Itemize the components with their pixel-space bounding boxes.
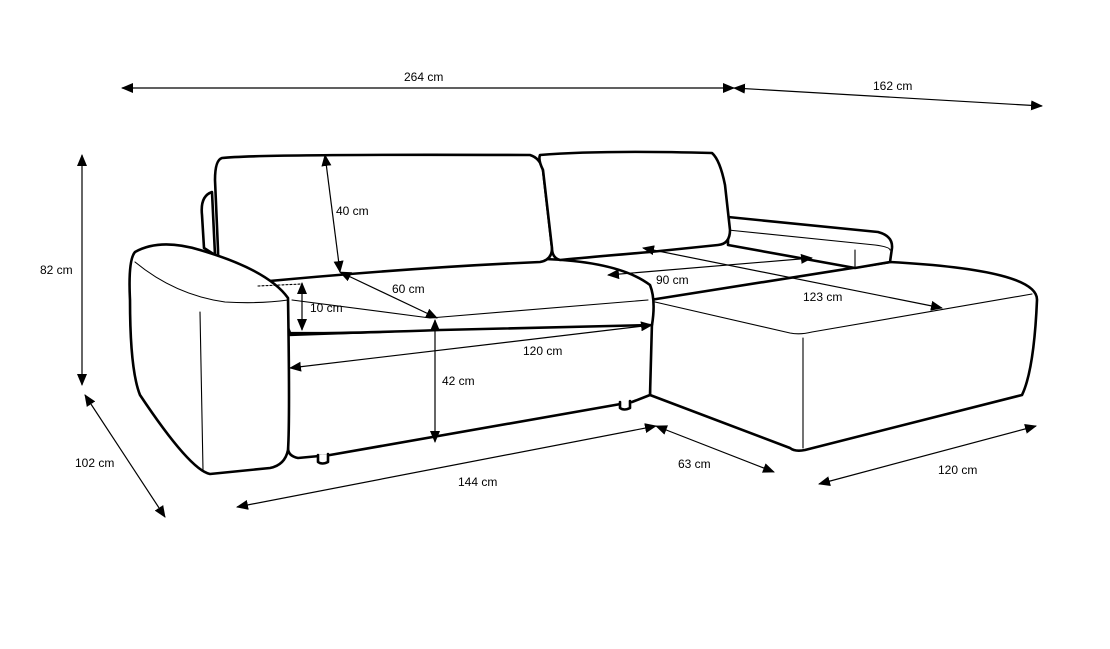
label-seat-height: 42 cm (442, 374, 475, 388)
back-cushion-right (538, 150, 732, 262)
label-chaise-base: 63 cm (678, 457, 711, 471)
label-armrest-over-seat: 10 cm (310, 301, 343, 315)
label-height: 82 cm (40, 263, 73, 277)
label-backrest-height: 40 cm (336, 204, 369, 218)
dimension-labels: 264 cm 162 cm 82 cm 102 cm 40 cm 60 cm 1… (40, 70, 977, 489)
dimension-lines (77, 83, 1043, 518)
dim-base-width (236, 423, 657, 510)
dim-chaise-width (818, 424, 1037, 486)
label-base-width: 144 cm (458, 475, 497, 489)
label-chaise-width: 120 cm (938, 463, 977, 477)
label-chaise-inner-width: 90 cm (656, 273, 689, 287)
dim-depth (84, 394, 166, 518)
label-sleep-width: 120 cm (523, 344, 562, 358)
dim-chaise-seat-length (642, 245, 943, 311)
sofa-drawing (128, 150, 1039, 476)
sofa-foot-right (618, 399, 632, 411)
label-chaise-length: 162 cm (873, 79, 912, 93)
sofa-foot-left (316, 452, 330, 465)
dim-chaise-base (655, 425, 775, 473)
armrest-guide (257, 283, 303, 287)
chaise-seat-edge (654, 293, 1033, 335)
dim-chaise-inner-width (607, 253, 813, 280)
armrest-front-line (199, 311, 204, 471)
dim-sleep-width (289, 321, 653, 372)
label-depth: 102 cm (75, 456, 114, 470)
dim-backrest-height (321, 154, 344, 273)
label-chaise-seat-length: 123 cm (803, 290, 842, 304)
label-total-width: 264 cm (404, 70, 443, 84)
chaise-body (648, 260, 1039, 452)
dim-chaise-length (733, 83, 1043, 111)
armrest-top-line (134, 261, 289, 304)
label-seat-depth: 60 cm (392, 282, 425, 296)
armrest (128, 243, 291, 476)
chaise-bolster (726, 215, 894, 270)
dim-seat-depth (339, 271, 438, 319)
back-frame-left (200, 190, 217, 257)
